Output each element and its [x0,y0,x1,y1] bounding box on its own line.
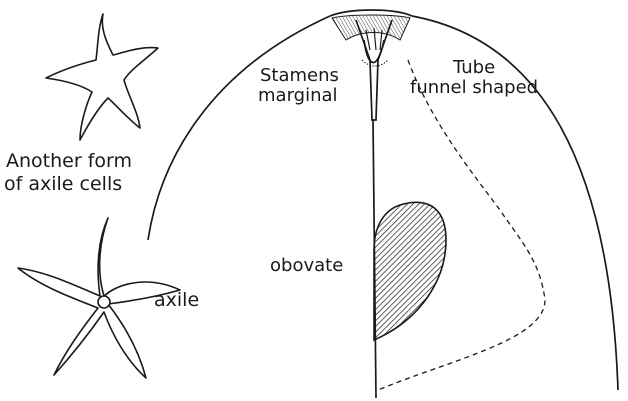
another-form-line2: of axile cells [4,173,132,196]
upper-star-shape [46,14,158,140]
stamens-label: Stamens marginal [258,66,339,106]
axile-label: axile [154,290,199,310]
tube-line1: Tube [410,58,538,78]
stamens-line1: Stamens [258,66,339,86]
another-form-label: Another form of axile cells [4,150,132,196]
tube-label: Tube funnel shaped [410,58,538,98]
obovate-organ [374,202,446,340]
obovate-label: obovate [270,256,343,276]
rim-hatching [332,15,410,66]
another-form-line1: Another form [4,150,132,173]
tube-line2: funnel shaped [410,78,538,98]
ovary-section [148,10,618,398]
stamens-line2: marginal [258,86,339,106]
